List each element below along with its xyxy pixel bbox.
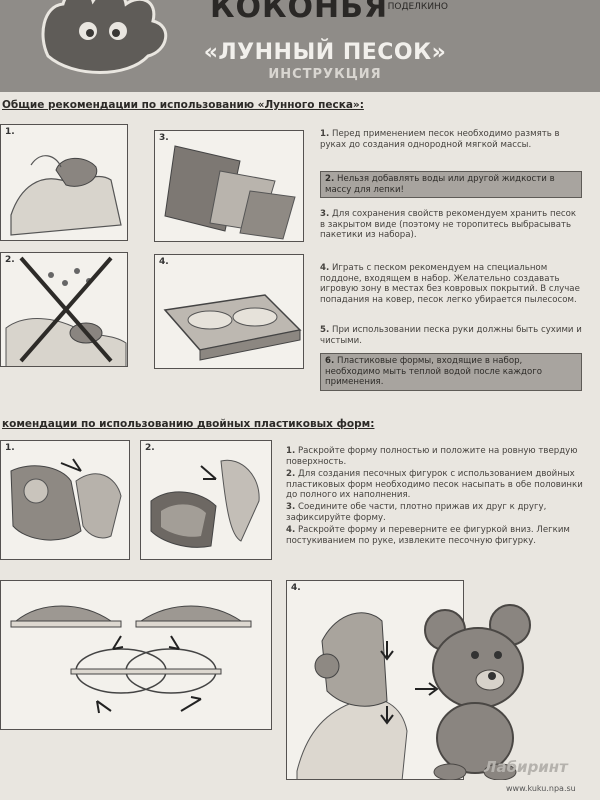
open-mold-icon	[10, 458, 122, 541]
header-banner: КОКОНЬЯ И ПОДЕЛКИНО «ЛУННЫЙ ПЕСОК» ИНСТР…	[0, 0, 600, 92]
page-title: «ЛУННЫЙ ПЕСОК»	[203, 40, 447, 65]
hands-kneading-icon	[10, 155, 122, 236]
step-item-warning: 2. Нельзя добавлять воды или другой жидк…	[320, 171, 582, 198]
step-item: 5. При использовании песка руки должны б…	[320, 325, 582, 346]
panel-number: 2.	[5, 255, 15, 265]
panel-join-mold	[0, 580, 272, 730]
fill-mold-icon	[150, 459, 260, 548]
section2-steps: 1. Раскройте форму полностью и положите …	[286, 446, 584, 566]
panel-knead-sand: 1.	[0, 124, 128, 241]
bear-figure-icon	[424, 604, 531, 780]
join-mold-diagram-icon	[10, 605, 252, 714]
panel-number: 4.	[291, 583, 301, 593]
panel-open-mold: 1.	[0, 440, 130, 560]
step-item: 3. Соедините обе части, плотно прижав их…	[286, 502, 547, 523]
section1-heading: Общие рекомендации по использованию «Лун…	[2, 99, 364, 111]
step-item-note: 6. Пластиковые формы, входящие в набор, …	[320, 353, 582, 391]
step-item: 4. Играть с песком рекомендуем на специа…	[320, 263, 580, 305]
panel-no-water: 2.	[0, 252, 128, 367]
panel-number: 4.	[159, 257, 169, 267]
panel-number: 1.	[5, 127, 15, 137]
panel-number: 2.	[145, 443, 155, 453]
brand-subtitle: И ПОДЕЛКИНО	[378, 2, 448, 12]
footer-url: www.kuku.npa.su	[506, 784, 576, 793]
panel-fill-mold: 2.	[140, 440, 272, 560]
hand-logo-icon	[41, 0, 168, 74]
remove-figure-icon	[296, 612, 439, 779]
page-subtitle: ИНСТРУКЦИЯ	[268, 67, 382, 82]
panel-tray: 4.	[154, 254, 304, 369]
watermark: Лабиринт	[484, 758, 568, 776]
section1-steps: 1. Перед применением песок необходимо ра…	[320, 129, 582, 391]
panel-number: 1.	[5, 443, 15, 453]
step-item: 1. Раскройте форму полностью и положите …	[286, 446, 578, 467]
step-item: 4. Раскройте форму и переверните ее фигу…	[286, 525, 570, 546]
step-item: 2. Для создания песочных фигурок с испол…	[286, 469, 583, 500]
sand-packets-icon	[164, 145, 296, 240]
panel-sand-packets: 3.	[154, 130, 304, 242]
step-item: 3. Для сохранения свойств рекомендуем хр…	[320, 209, 577, 240]
brand-name: КОКОНЬЯ	[210, 0, 389, 25]
sand-tray-icon	[163, 294, 302, 361]
panel-number: 3.	[159, 133, 169, 143]
step-item: 1. Перед применением песок необходимо ра…	[320, 129, 560, 150]
section2-heading: комендации по использованию двойных плас…	[2, 418, 375, 430]
no-water-cross-icon	[5, 256, 127, 366]
